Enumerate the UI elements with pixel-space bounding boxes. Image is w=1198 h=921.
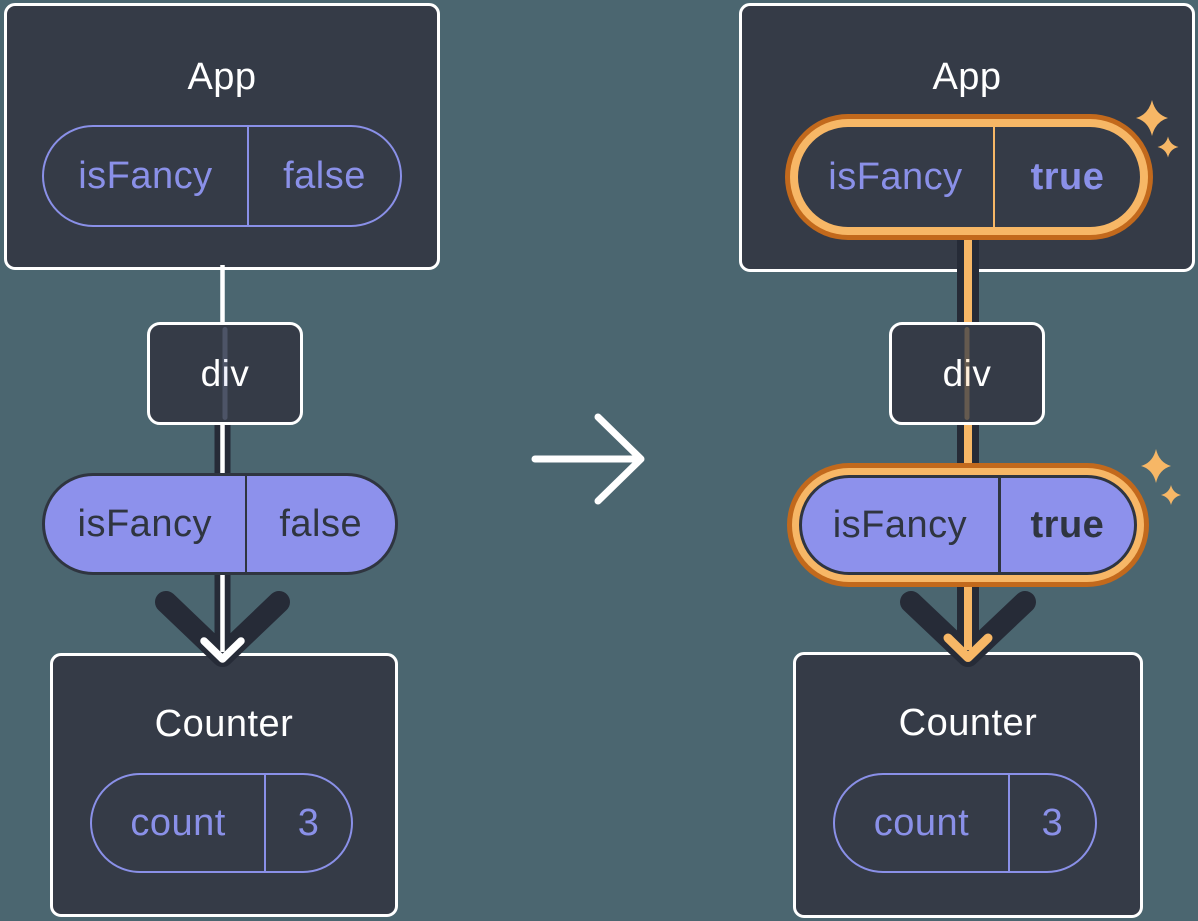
prop-key: isFancy: [832, 503, 968, 546]
before-div-label: div: [200, 352, 250, 394]
before-prop-arrow-icon: [155, 591, 290, 667]
after-app-state-pill-highlight: isFancy true: [785, 114, 1153, 240]
after-prop-arrow-icon: [900, 591, 1036, 667]
after-counter-state-pill: count 3: [833, 773, 1097, 873]
prop-value: true: [997, 478, 1134, 572]
before-app-title: App: [187, 56, 257, 98]
state-key: isFancy: [78, 154, 213, 197]
state-value: 3: [1007, 775, 1095, 871]
prop-key: isFancy: [77, 502, 212, 545]
before-counter-title: Counter: [154, 703, 294, 745]
before-app-state-pill: isFancy false: [42, 125, 402, 227]
after-prop-pill: isFancy true: [799, 475, 1137, 575]
state-value: true: [992, 127, 1140, 227]
after-app-title: App: [932, 56, 1002, 98]
state-value: false: [246, 127, 400, 225]
transition-arrow-icon: [531, 413, 645, 505]
after-app-state-pill: isFancy true: [798, 127, 1140, 227]
before-counter-state-pill: count 3: [90, 773, 353, 873]
state-value: 3: [264, 775, 351, 871]
after-div-element-box: div: [889, 322, 1045, 425]
after-prop-pill-highlight: isFancy true: [787, 463, 1149, 587]
state-key: count: [873, 801, 970, 844]
state-key: isFancy: [828, 155, 963, 198]
before-div-element-box: div: [147, 322, 303, 425]
after-div-label: div: [942, 352, 992, 394]
after-counter-title: Counter: [898, 702, 1038, 744]
prop-value: false: [244, 476, 396, 572]
state-key: count: [130, 801, 226, 844]
sparkles-icon: [1141, 449, 1181, 505]
before-prop-pill: isFancy false: [42, 473, 398, 575]
